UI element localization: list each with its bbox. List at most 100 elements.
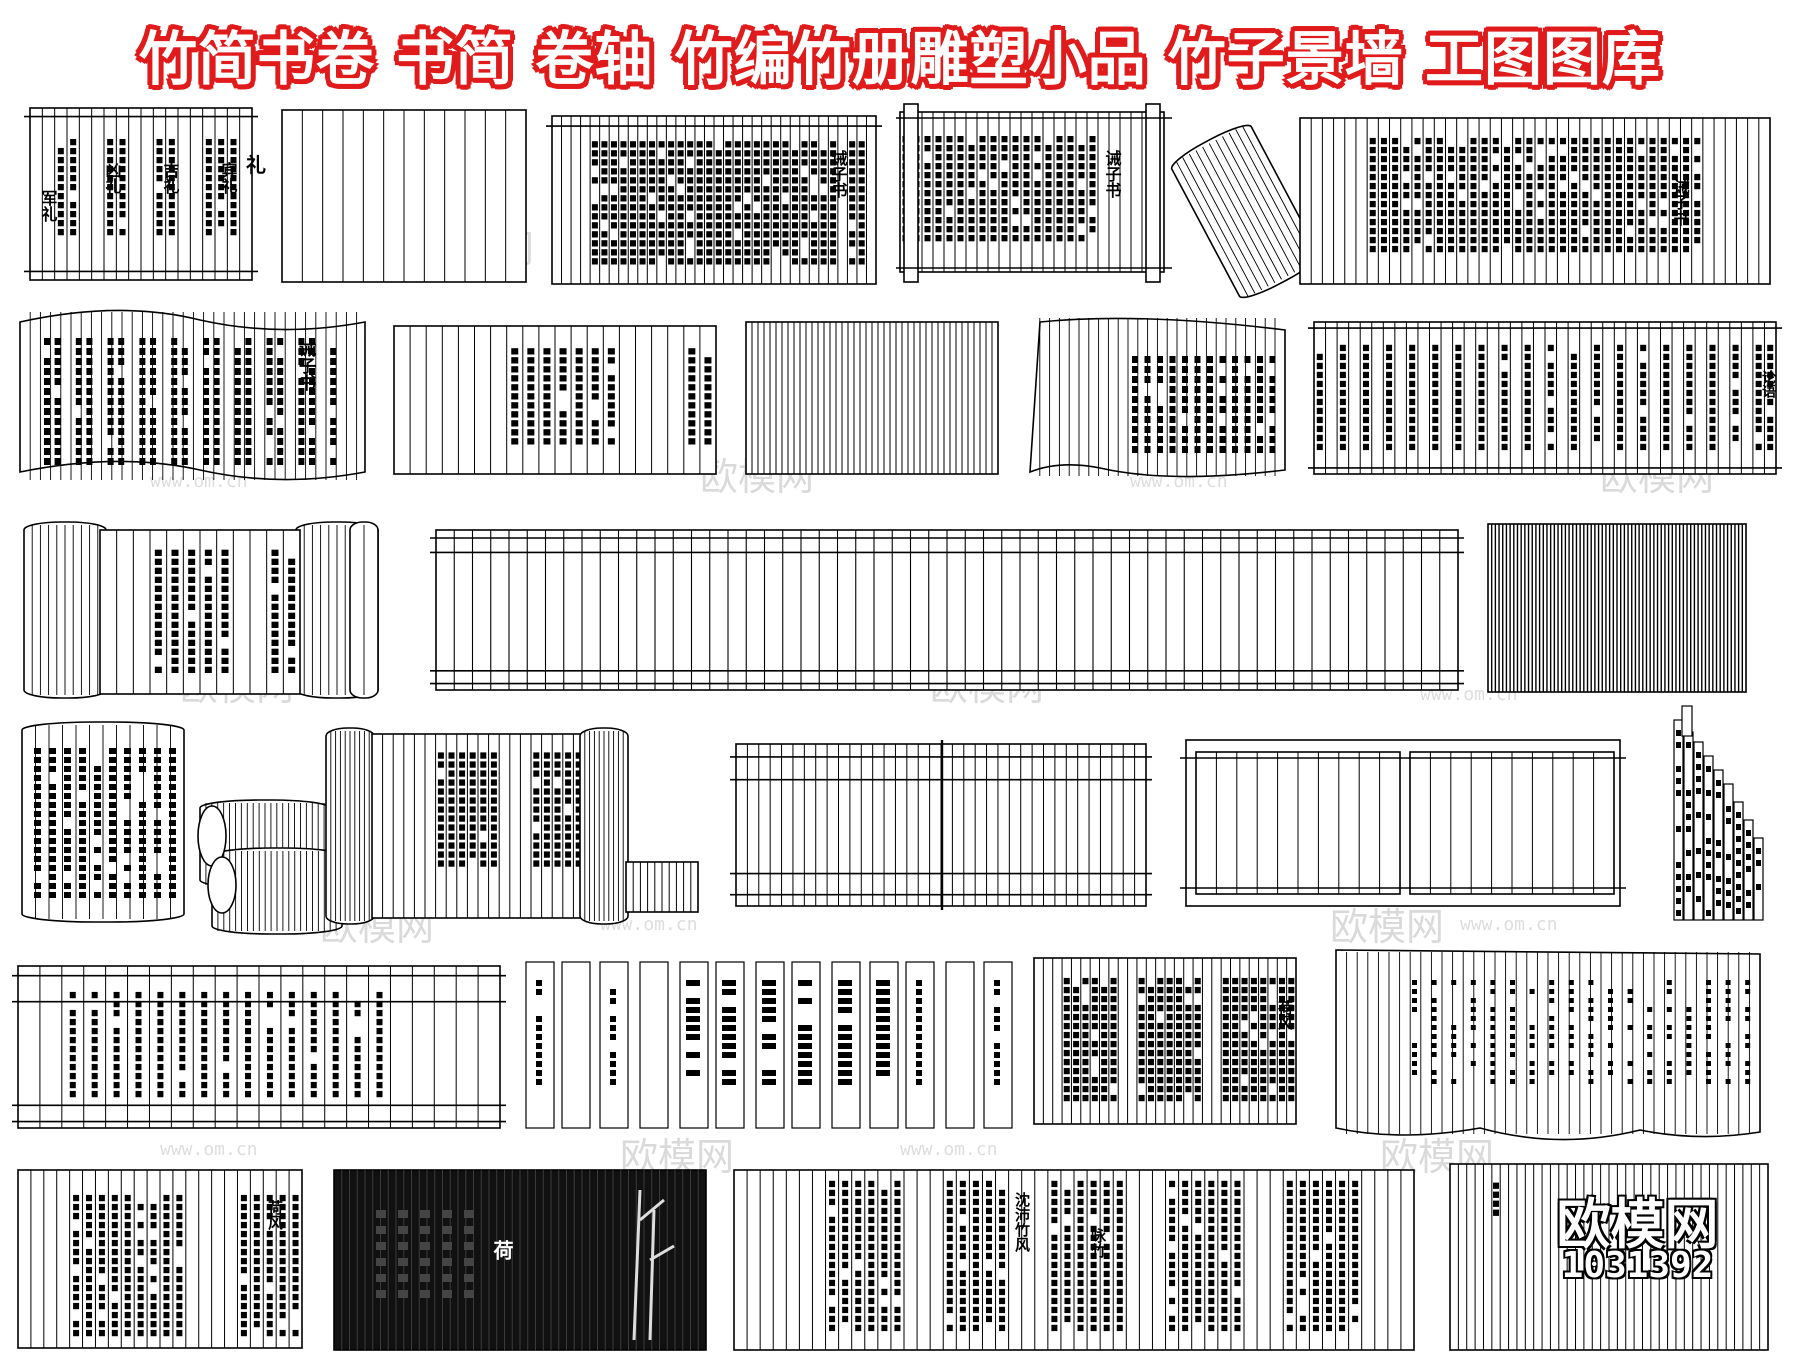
carved-character bbox=[999, 1216, 1006, 1224]
carved-character bbox=[420, 1210, 430, 1218]
carved-character bbox=[354, 1054, 361, 1062]
carved-character bbox=[688, 357, 696, 364]
carved-character bbox=[253, 1212, 260, 1220]
carved-character bbox=[253, 1257, 260, 1265]
carved-character bbox=[1110, 1094, 1117, 1102]
carved-character bbox=[668, 150, 675, 157]
carved-character bbox=[1034, 235, 1041, 242]
carved-character bbox=[139, 802, 146, 808]
carved-character bbox=[75, 388, 82, 395]
carved-character bbox=[1627, 1025, 1633, 1030]
carved-character bbox=[188, 648, 196, 655]
carved-character bbox=[946, 1243, 953, 1251]
carved-character bbox=[271, 558, 279, 565]
carved-character bbox=[111, 1239, 118, 1247]
carved-character bbox=[1647, 1079, 1653, 1084]
carved-character bbox=[1234, 1189, 1241, 1197]
carved-character bbox=[1260, 1067, 1267, 1075]
carved-character bbox=[176, 1203, 183, 1211]
carved-character bbox=[1001, 145, 1008, 152]
carved-character bbox=[1608, 1061, 1613, 1066]
carved-character bbox=[1676, 826, 1681, 832]
carved-character bbox=[176, 1284, 183, 1292]
carved-character bbox=[266, 1266, 273, 1274]
carved-character bbox=[842, 1288, 849, 1296]
carved-character bbox=[838, 1034, 852, 1040]
carved-character bbox=[1526, 182, 1533, 190]
carved-character bbox=[1386, 353, 1393, 361]
carved-character bbox=[1593, 173, 1600, 181]
carved-character bbox=[1169, 1198, 1176, 1206]
carved-character bbox=[1241, 977, 1248, 985]
carved-character bbox=[64, 892, 71, 898]
carved-character bbox=[1195, 1270, 1202, 1278]
carved-character bbox=[1182, 1306, 1189, 1314]
carved-character bbox=[668, 213, 675, 220]
carved-character bbox=[1568, 1025, 1574, 1030]
carved-character bbox=[1056, 163, 1063, 170]
carved-character bbox=[49, 856, 56, 862]
carved-character bbox=[1090, 1315, 1097, 1323]
carved-character bbox=[1299, 1261, 1306, 1269]
carved-character bbox=[543, 806, 550, 813]
carved-character bbox=[118, 338, 125, 345]
carved-character bbox=[1386, 443, 1393, 451]
carved-character bbox=[677, 168, 684, 175]
carved-character bbox=[1615, 182, 1622, 190]
carved-character bbox=[972, 1297, 979, 1305]
carved-character bbox=[946, 235, 953, 242]
carved-character bbox=[763, 240, 770, 247]
carved-character bbox=[696, 195, 703, 202]
carved-character bbox=[1116, 1261, 1123, 1269]
carved-character bbox=[253, 1194, 260, 1202]
carved-character bbox=[1288, 1094, 1295, 1102]
carved-character bbox=[448, 788, 455, 795]
carved-character bbox=[842, 1189, 849, 1197]
carved-character bbox=[881, 1324, 888, 1332]
carved-character bbox=[1414, 218, 1421, 226]
carved-character bbox=[1478, 344, 1485, 352]
carved-character bbox=[98, 1239, 105, 1247]
carved-character bbox=[150, 1275, 157, 1283]
carved-character bbox=[1232, 436, 1238, 443]
carved-character bbox=[459, 860, 466, 867]
carved-character bbox=[1176, 1004, 1183, 1012]
carved-character bbox=[1671, 245, 1678, 253]
carved-character bbox=[1436, 155, 1443, 163]
carved-character bbox=[230, 183, 237, 191]
carved-character bbox=[490, 851, 497, 858]
carved-character bbox=[1103, 1225, 1110, 1233]
carved-character bbox=[376, 1090, 383, 1098]
carved-character bbox=[79, 784, 86, 790]
carved-character bbox=[798, 1052, 812, 1058]
carved-character bbox=[139, 408, 146, 415]
carved-character bbox=[1362, 380, 1369, 388]
carved-character bbox=[725, 141, 732, 148]
carved-character bbox=[1176, 977, 1183, 985]
carved-character bbox=[94, 775, 101, 781]
carved-character bbox=[171, 418, 178, 425]
carved-character bbox=[218, 219, 225, 227]
carved-character bbox=[34, 793, 41, 799]
carved-character bbox=[298, 348, 305, 355]
carved-character bbox=[1063, 1013, 1070, 1021]
carved-character bbox=[1157, 1031, 1164, 1039]
carved-character bbox=[1166, 1076, 1173, 1084]
carved-character bbox=[1582, 155, 1589, 163]
carved-character bbox=[1493, 1191, 1500, 1198]
carved-character bbox=[1051, 1270, 1058, 1278]
carved-character bbox=[1219, 426, 1226, 433]
carved-character bbox=[1073, 1067, 1080, 1075]
roll-end bbox=[207, 856, 237, 914]
carved-character bbox=[894, 1279, 901, 1287]
carved-character bbox=[73, 1194, 80, 1202]
carved-character bbox=[271, 657, 279, 664]
carved-character bbox=[753, 222, 760, 229]
carved-character bbox=[354, 1081, 361, 1089]
carved-character bbox=[1362, 371, 1369, 379]
carved-character bbox=[1686, 443, 1693, 451]
carved-character bbox=[1448, 209, 1455, 217]
carved-character bbox=[1683, 218, 1690, 226]
carved-character bbox=[591, 150, 598, 157]
carved-character bbox=[1116, 1315, 1123, 1323]
